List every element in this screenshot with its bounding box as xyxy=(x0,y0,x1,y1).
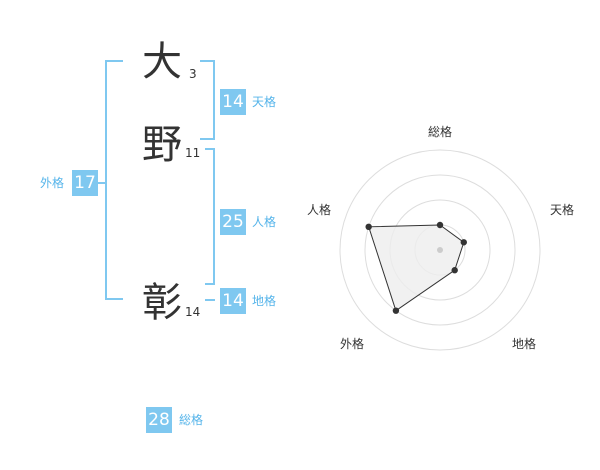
soukaku-value: 28 xyxy=(146,407,172,433)
radar-ring-4 xyxy=(339,149,541,351)
radar-point-4 xyxy=(365,223,372,231)
chikaku-value: 14 xyxy=(220,288,246,314)
stroke-count-3: 14 xyxy=(185,305,201,319)
radar-center-dot xyxy=(437,247,443,253)
gaikaku-value: 17 xyxy=(72,170,98,196)
stroke-count-1: 3 xyxy=(189,67,197,81)
name-char-2: 野 xyxy=(142,122,182,168)
radar-point-0 xyxy=(436,221,444,229)
tenkaku-label: 天格 xyxy=(252,95,277,109)
gaikaku-bracket-vertical xyxy=(105,60,107,300)
radar-points xyxy=(365,221,467,314)
radar-point-1 xyxy=(460,239,467,246)
name-char-3: 彰 xyxy=(142,280,182,326)
jinkaku-bracket-top xyxy=(205,148,215,150)
jinkaku-value: 25 xyxy=(220,209,246,235)
radar-axis-label-gaikaku: 外格 xyxy=(340,337,365,351)
gaikaku-bracket-bottom xyxy=(105,298,123,300)
radar-axis-label-soukaku: 総格 xyxy=(428,125,453,139)
gaikaku-bracket-top xyxy=(105,60,123,62)
radar-polygon xyxy=(368,224,465,312)
gaikaku-connector xyxy=(97,182,105,184)
radar-axis-label-jinkaku: 人格 xyxy=(307,203,332,217)
jinkaku-bracket-vertical xyxy=(213,148,215,285)
chikaku-connector xyxy=(205,299,215,301)
name-char-1: 大 xyxy=(142,39,182,85)
tenkaku-bracket-top xyxy=(200,60,215,62)
tenkaku-value: 14 xyxy=(220,89,246,115)
jinkaku-bracket-bottom xyxy=(205,283,215,285)
radar-point-2 xyxy=(451,267,458,274)
chikaku-label: 地格 xyxy=(252,294,277,308)
stroke-count-2: 11 xyxy=(185,146,201,160)
radar-axis-label-tenkaku: 天格 xyxy=(550,203,575,217)
radar-axis-label-chikaku: 地格 xyxy=(512,337,537,351)
gaikaku-label: 外格 xyxy=(40,176,65,190)
radar-ring-3 xyxy=(364,174,516,326)
tenkaku-bracket-bottom xyxy=(200,138,215,140)
soukaku-label: 総格 xyxy=(179,413,204,427)
radar-point-3 xyxy=(392,307,400,314)
jinkaku-label: 人格 xyxy=(252,215,277,229)
tenkaku-bracket-vertical xyxy=(213,60,215,140)
